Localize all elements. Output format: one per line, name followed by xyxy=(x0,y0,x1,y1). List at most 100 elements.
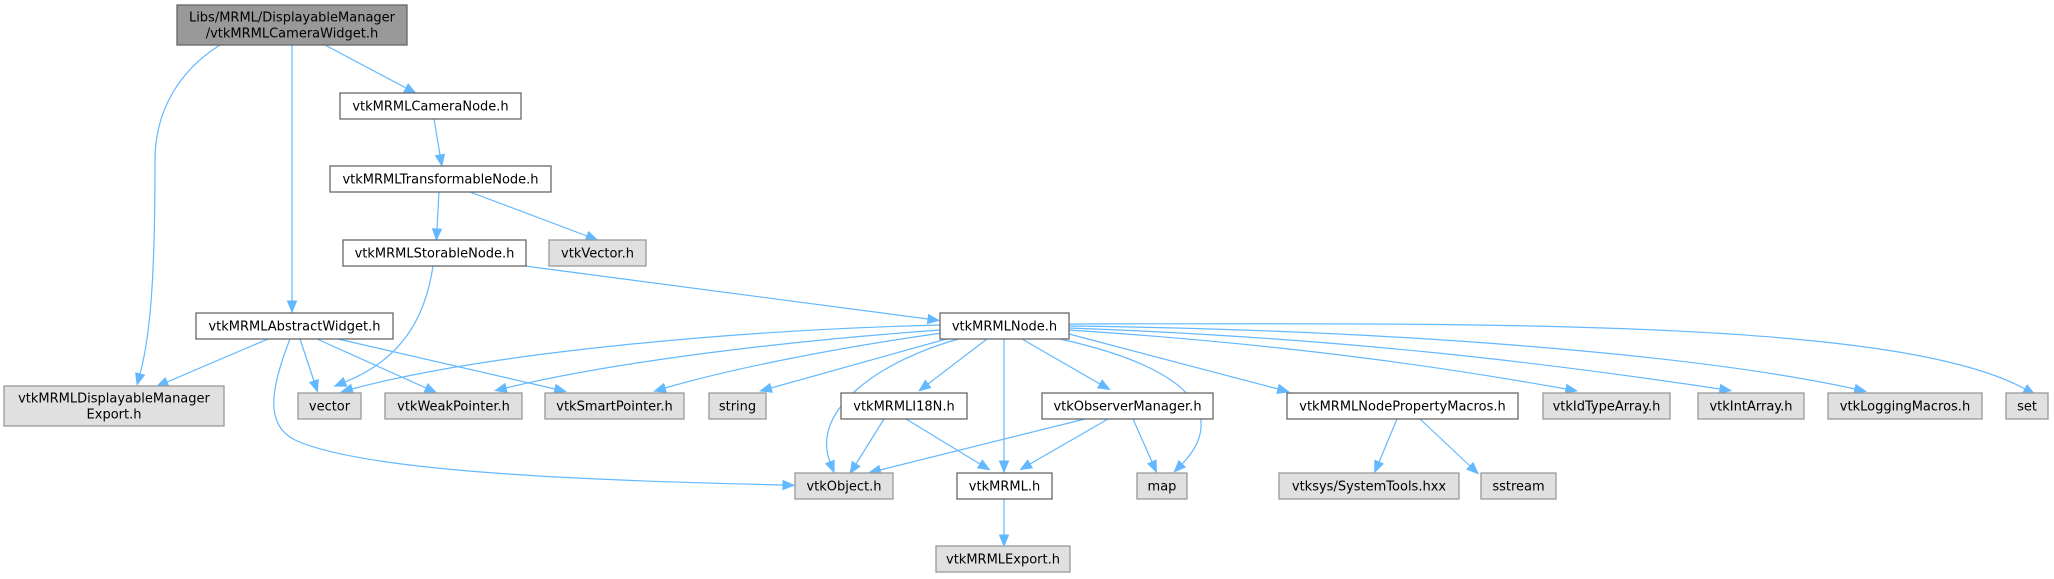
node-storableNode[interactable]: vtkMRMLStorableNode.h xyxy=(342,239,527,267)
node-box xyxy=(1697,392,1805,420)
node-mrmlNode[interactable]: vtkMRMLNode.h xyxy=(939,312,1070,340)
arrowhead-icon xyxy=(1173,459,1187,473)
node-box xyxy=(297,392,362,420)
node-label: vector xyxy=(309,400,351,415)
node-loggingMacros: vtkLoggingMacros.h xyxy=(1827,392,1983,420)
edge-line xyxy=(1132,418,1153,463)
edge-transformableNode-to-vtkVector xyxy=(469,191,599,241)
node-box xyxy=(195,312,394,340)
node-label: vtkMRMLNodePropertyMacros.h xyxy=(1299,400,1505,415)
arrowhead-icon xyxy=(1564,383,1579,395)
edge-line xyxy=(436,191,440,230)
node-label: vtkMRMLI18N.h xyxy=(853,400,955,415)
arrowhead-icon xyxy=(286,300,298,314)
arrowhead-icon xyxy=(926,313,941,325)
node-sstream: sstream xyxy=(1480,472,1557,500)
node-i18n[interactable]: vtkMRMLI18N.h xyxy=(840,392,968,420)
node-mrmlExport: vtkMRMLExport.h xyxy=(935,545,1071,573)
edge-line xyxy=(273,338,784,486)
arrowhead-icon xyxy=(1374,459,1385,474)
node-vtkVector: vtkVector.h xyxy=(548,239,647,267)
arrowhead-icon xyxy=(976,459,991,471)
edge-line xyxy=(1068,325,1856,390)
edge-mrmlNode-to-smartPointer xyxy=(653,332,943,393)
node-cameraNode[interactable]: vtkMRMLCameraNode.h xyxy=(339,92,522,120)
node-map: map xyxy=(1136,472,1188,500)
edge-line xyxy=(324,44,407,89)
edge-observerManager-to-vtkObject xyxy=(868,418,1086,475)
node-box xyxy=(939,312,1070,340)
node-idTypeArray: vtkIdTypeArray.h xyxy=(1542,392,1671,420)
node-label: /vtkMRMLCameraWidget.h xyxy=(206,27,379,42)
edge-mrmlNode-to-propertyMacros xyxy=(1068,333,1290,394)
node-box xyxy=(384,392,523,420)
node-box xyxy=(1542,392,1671,420)
nodes-layer: Libs/MRML/DisplayableManager/vtkMRMLCame… xyxy=(3,4,2049,573)
edge-line xyxy=(825,337,963,463)
edge-line xyxy=(1068,329,1567,390)
node-label: string xyxy=(719,400,756,415)
node-box xyxy=(1278,472,1460,500)
edge-line xyxy=(664,332,943,389)
edge-storableNode-to-mrmlNode xyxy=(524,265,941,325)
edge-abstractWidget-to-weakPointer xyxy=(316,338,438,394)
node-label: sstream xyxy=(1492,480,1544,495)
node-box xyxy=(1480,472,1557,500)
node-smartPointer: vtkSmartPointer.h xyxy=(544,392,685,420)
arrowhead-icon xyxy=(998,534,1010,548)
edge-observerManager-to-vtkMRML xyxy=(1019,418,1109,471)
edge-mrmlNode-to-loggingMacros xyxy=(1068,325,1868,395)
node-systemTools: vtksys/SystemTools.hxx xyxy=(1278,472,1460,500)
edge-abstractWidget-to-vector xyxy=(299,338,319,393)
arrowhead-icon xyxy=(1466,461,1479,475)
edge-line xyxy=(344,265,434,383)
node-box xyxy=(1041,392,1214,420)
edge-line xyxy=(1068,333,1279,390)
node-label: vtkObserverManager.h xyxy=(1053,400,1201,415)
edge-line xyxy=(166,338,269,383)
edge-i18n-to-vtkObject xyxy=(849,418,885,475)
edge-line xyxy=(1378,418,1398,463)
node-observerManager[interactable]: vtkObserverManager.h xyxy=(1041,392,1214,420)
arrowhead-icon xyxy=(998,460,1010,474)
node-weakPointer: vtkWeakPointer.h xyxy=(384,392,523,420)
node-box xyxy=(342,239,527,267)
node-label: Export.h xyxy=(87,408,142,423)
edge-observerManager-to-map xyxy=(1132,418,1157,474)
node-label: map xyxy=(1148,480,1177,495)
node-root[interactable]: Libs/MRML/DisplayableManager/vtkMRMLCame… xyxy=(176,4,408,46)
arrowhead-icon xyxy=(434,153,446,168)
node-box xyxy=(339,92,522,120)
edge-mrmlNode-to-i18n xyxy=(918,338,988,392)
edge-line xyxy=(351,324,941,390)
arrowhead-icon xyxy=(553,383,568,394)
edge-mrmlNode-to-intArray xyxy=(1068,327,1733,395)
node-label: vtkMRMLCameraNode.h xyxy=(352,100,508,115)
edge-line xyxy=(316,338,427,389)
node-box xyxy=(548,239,647,267)
node-box xyxy=(2005,392,2049,420)
arrowhead-icon xyxy=(494,382,508,393)
node-box xyxy=(794,472,894,500)
edge-line xyxy=(433,118,441,156)
edge-storableNode-to-vector xyxy=(333,265,434,387)
edge-root-to-dmExport xyxy=(135,44,221,386)
node-abstractWidget[interactable]: vtkMRMLAbstractWidget.h xyxy=(195,312,394,340)
node-label: vtkVector.h xyxy=(561,247,634,262)
node-transformableNode[interactable]: vtkMRMLTransformableNode.h xyxy=(329,165,552,193)
edge-mrmlNode-to-observerManager xyxy=(1021,338,1111,391)
edge-line xyxy=(1021,338,1101,385)
edge-mrmlNode-to-vtkMRML xyxy=(998,339,1010,474)
edge-propertyMacros-to-sstream xyxy=(1419,418,1479,475)
node-vtkMRML[interactable]: vtkMRML.h xyxy=(956,472,1053,500)
edge-line xyxy=(505,329,941,389)
edge-line xyxy=(927,338,988,385)
node-label: vtkSmartPointer.h xyxy=(556,400,672,415)
edge-abstractWidget-to-vtkObject xyxy=(273,338,796,491)
edge-line xyxy=(1068,323,2026,390)
edge-mrmlNode-to-set xyxy=(1068,323,2036,395)
edge-line xyxy=(299,338,315,382)
node-box xyxy=(1136,472,1188,500)
arrowhead-icon xyxy=(308,378,319,393)
node-propertyMacros[interactable]: vtkMRMLNodePropertyMacros.h xyxy=(1286,392,1519,420)
